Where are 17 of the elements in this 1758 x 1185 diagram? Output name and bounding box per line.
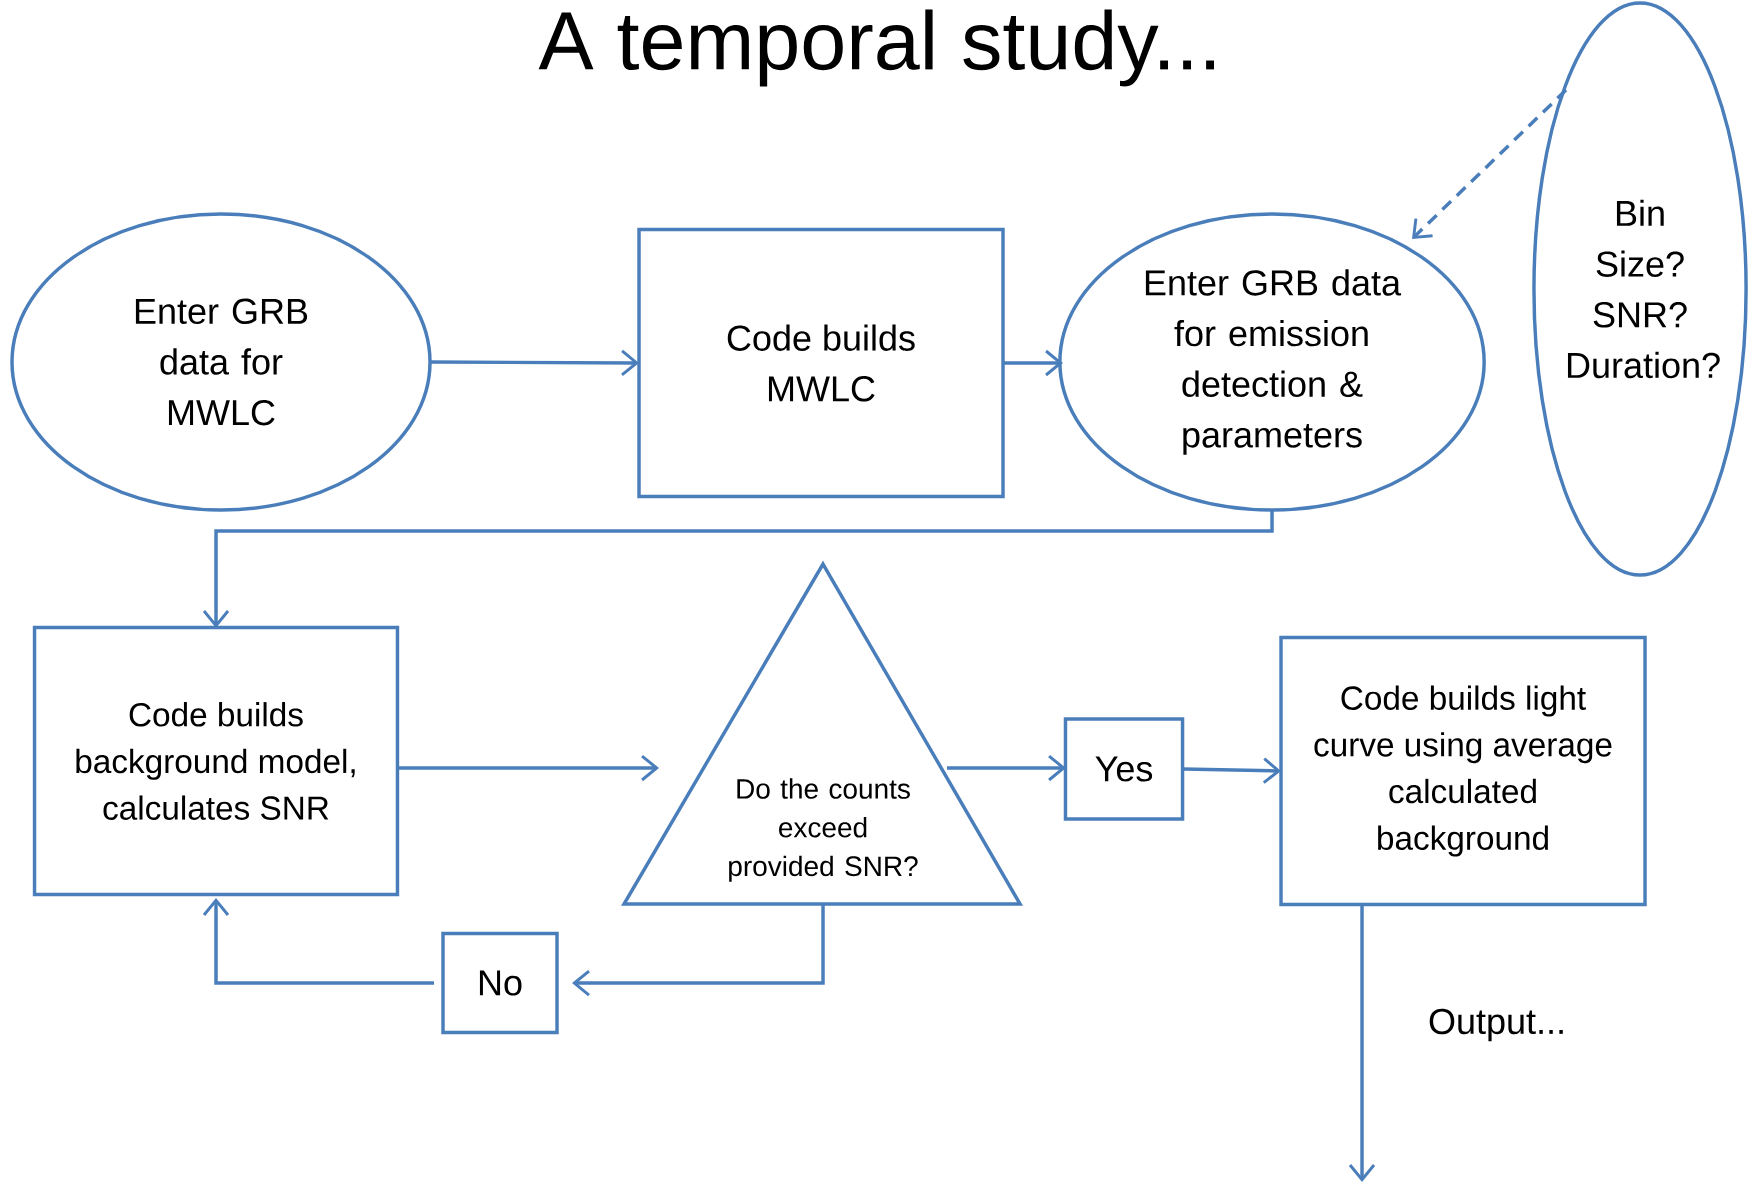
arrow [947, 754, 1066, 782]
process-box: Code builds MWLC [637, 227, 1005, 499]
arrow [202, 898, 434, 985]
arrow [1412, 88, 1568, 239]
process-box: Code builds light curve using average calculated background [1279, 635, 1647, 907]
edge-label: Output... [1425, 1006, 1569, 1044]
arrow [1348, 905, 1376, 1182]
answer-box: Yes [1063, 717, 1185, 821]
arrow [1003, 349, 1063, 377]
process-box: Code builds background model, calculates SNR [32, 625, 400, 897]
title: A temporal study... [538, 9, 1214, 87]
answer-box: No [441, 931, 559, 1035]
arrow [572, 904, 825, 997]
arrow [430, 349, 639, 377]
arrow [202, 510, 1274, 628]
arrow [1183, 757, 1281, 784]
arrow [398, 754, 659, 782]
